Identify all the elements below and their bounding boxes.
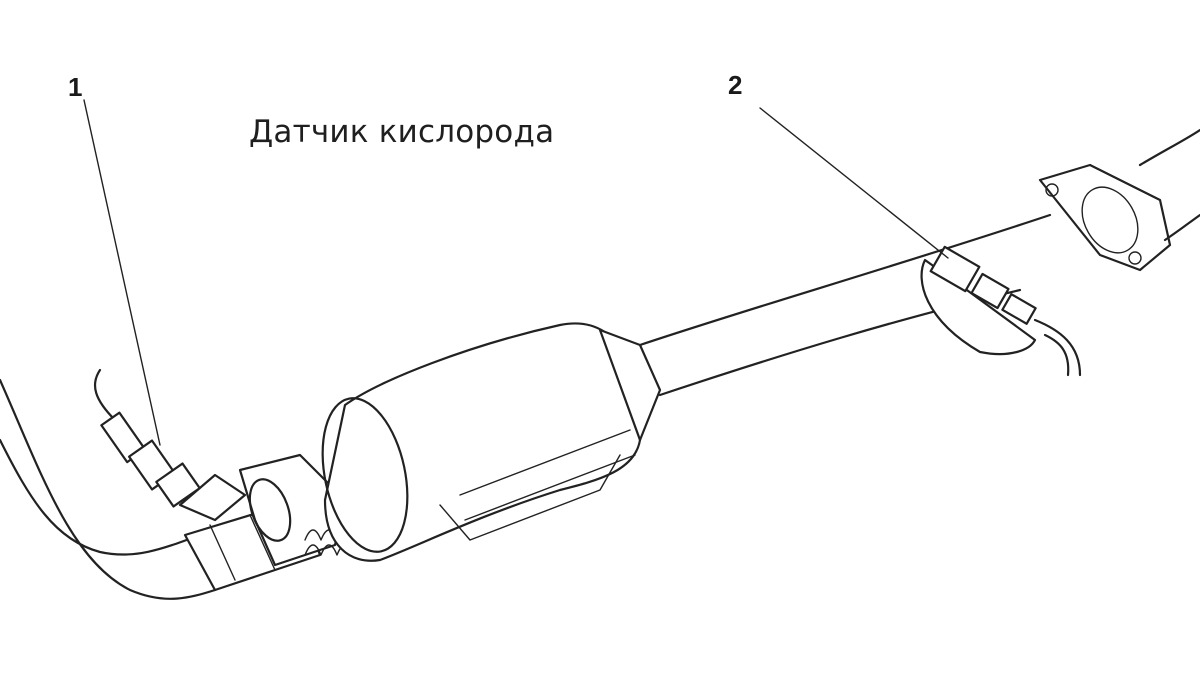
- converter-shield: [439, 454, 621, 541]
- leader-line-1: [83, 99, 161, 446]
- front-pipe-inner: [0, 438, 202, 556]
- callout-label-1: 1: [68, 72, 83, 102]
- flange-ring: [248, 478, 292, 542]
- flange-bolt-hole-1: [1045, 183, 1059, 197]
- oxygen-sensor-2: [929, 245, 1082, 377]
- middle-pipe-top: [638, 213, 1052, 347]
- catalytic-converter-body: [323, 322, 642, 562]
- oxygen-sensor-1: [93, 368, 201, 508]
- leader-line-2: [759, 107, 949, 259]
- diagram-caption: Датчик кислорода: [249, 114, 555, 150]
- joint-ridge: [209, 514, 276, 581]
- converter-outlet-cone: [598, 328, 662, 442]
- tail-pipe-top: [1138, 128, 1200, 167]
- converter-band: [459, 429, 636, 521]
- flange-bolt-hole-2: [1128, 251, 1142, 265]
- converter-front-cap: [321, 397, 409, 553]
- callout-label-2: 2: [728, 70, 743, 100]
- flange-opening: [1081, 186, 1139, 254]
- sensor-1-boss: [178, 473, 247, 522]
- rear-flange: [1038, 163, 1172, 272]
- tail-pipe-bottom: [1163, 213, 1200, 242]
- front-pipe-outer: [0, 378, 217, 600]
